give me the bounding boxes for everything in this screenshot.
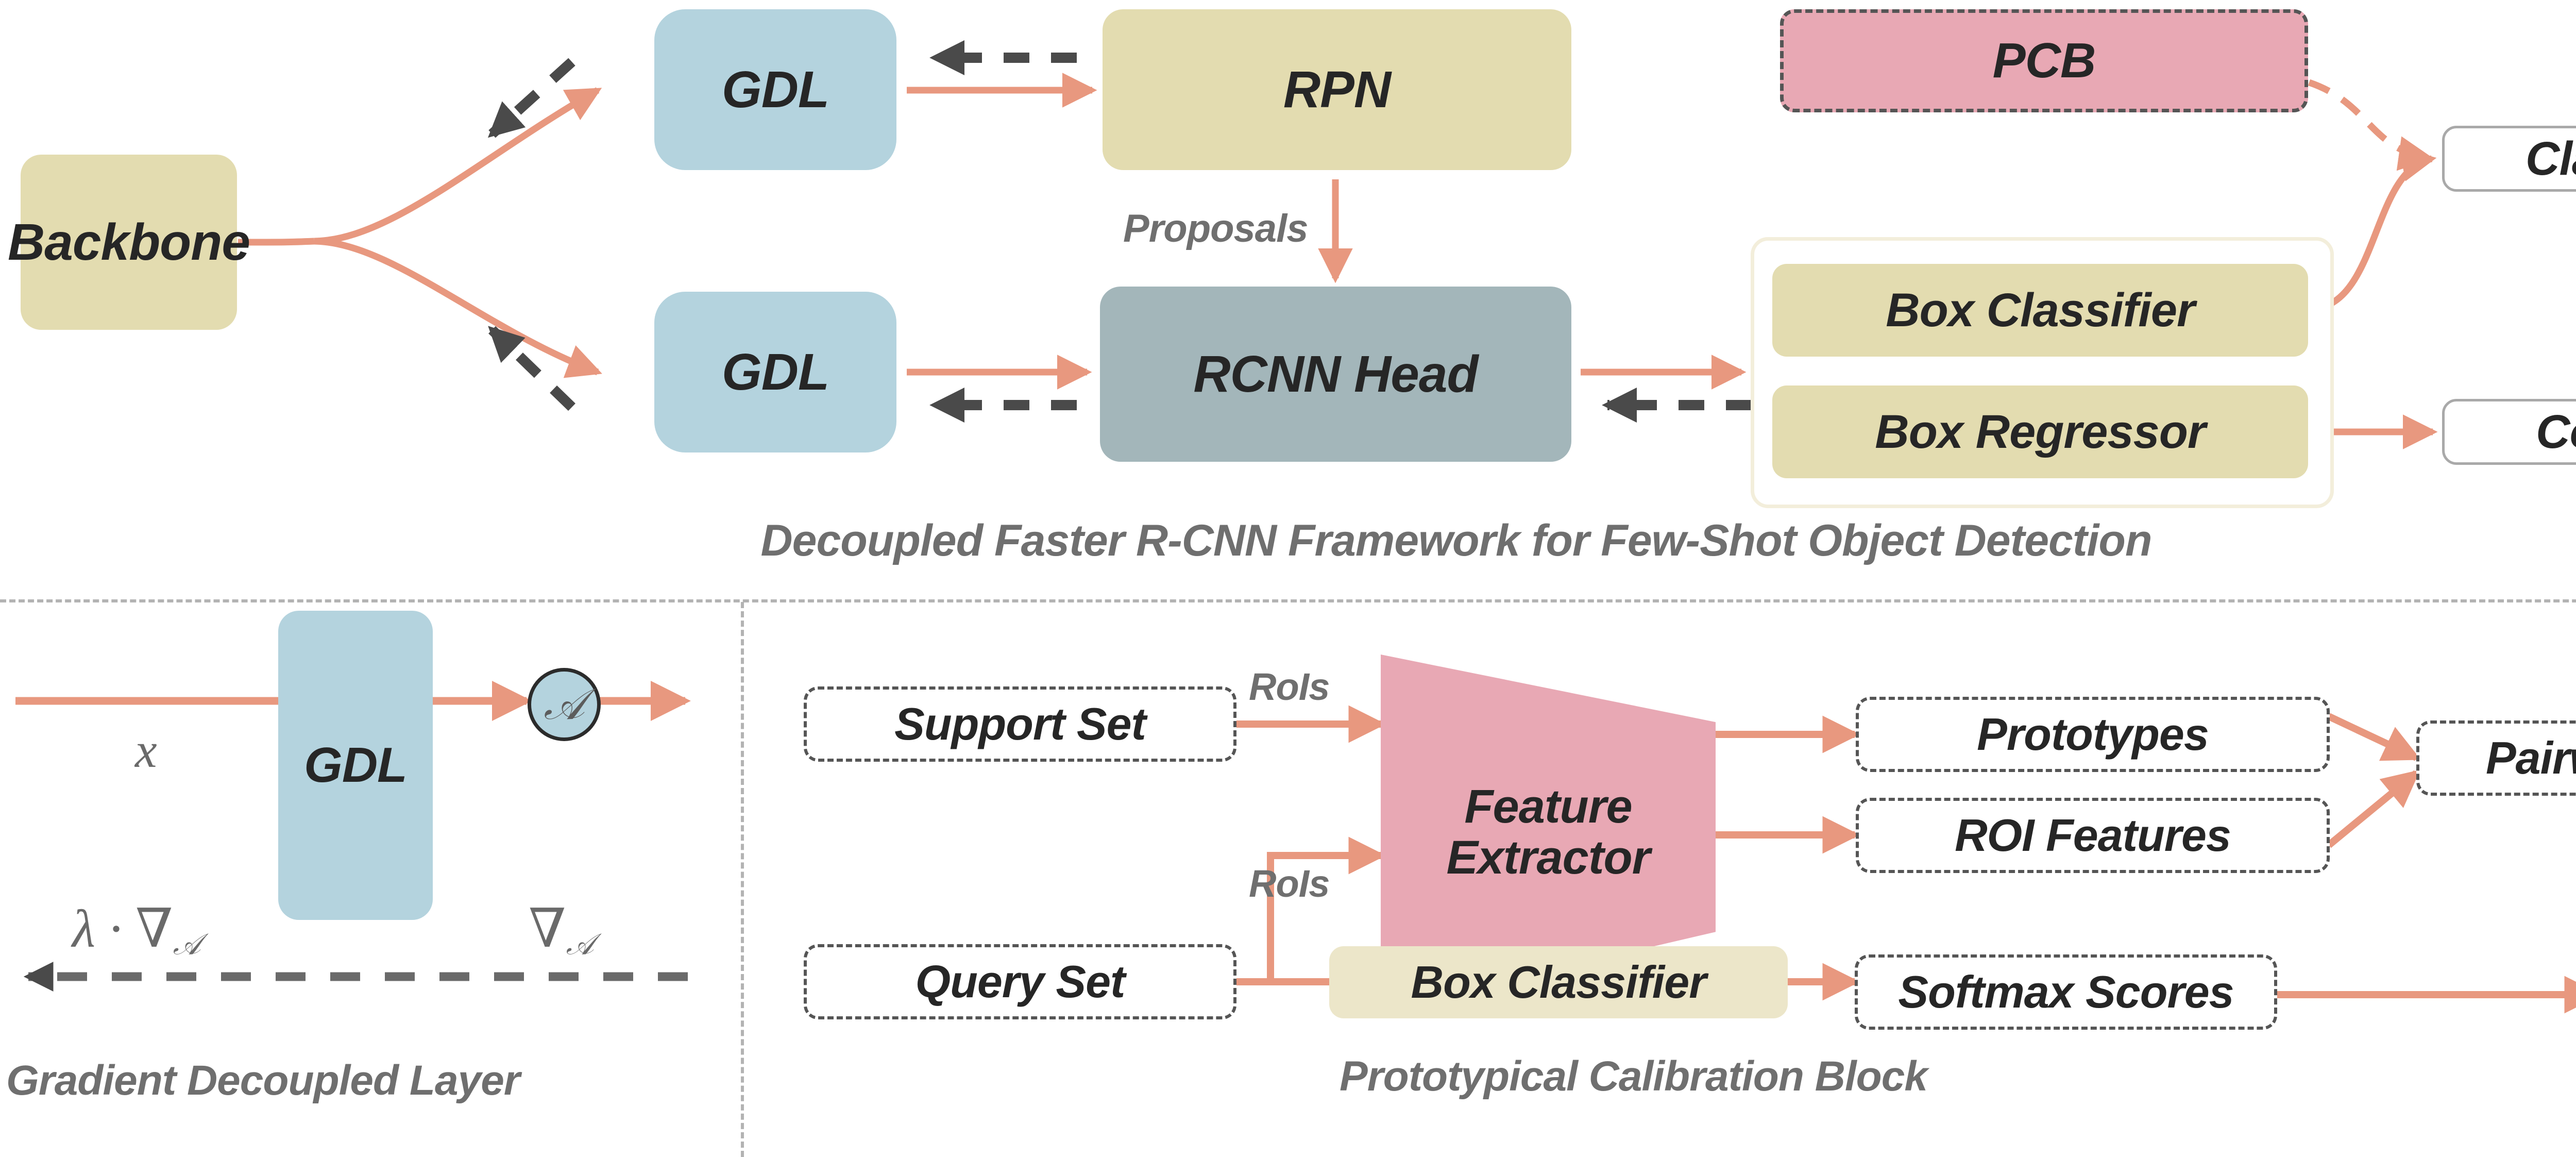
node-box-classifier[interactable]: Box Classifier xyxy=(1772,264,2308,357)
caption-top-panel: Decoupled Faster R-CNN Framework for Few… xyxy=(760,516,2153,565)
node-gdl-bottom[interactable]: GDL xyxy=(654,292,896,452)
caption-bottom-right-panel: Prototypical Calibration Block xyxy=(1340,1053,1928,1100)
node-rpn[interactable]: RPN xyxy=(1103,9,1571,170)
feature-extractor-label: Feature Extractor xyxy=(1446,780,1651,884)
gradient-subscript: 𝒜 xyxy=(566,928,594,961)
divider-horizontal xyxy=(0,599,2576,602)
node-pcb[interactable]: PCB xyxy=(1780,9,2308,112)
scaled-gradient-main: λ · ∇ xyxy=(72,899,173,959)
math-label-scaled-gradient: λ · ∇𝒜 xyxy=(72,897,201,962)
gradient-main: ∇ xyxy=(529,899,566,959)
node-class-scores[interactable]: Class Scores xyxy=(2442,126,2576,192)
edge-label-rois-query: RoIs xyxy=(1249,862,1330,905)
affine-circle-node[interactable]: 𝒜 xyxy=(528,668,601,741)
math-label-gradient: ∇𝒜 xyxy=(529,897,594,962)
node-query-set[interactable]: Query Set xyxy=(804,944,1236,1019)
edge-label-rois-support: RoIs xyxy=(1249,665,1330,708)
node-coordinates[interactable]: Coordinates xyxy=(2442,399,2576,465)
node-gdl-top[interactable]: GDL xyxy=(654,9,896,170)
node-gdl-detail[interactable]: GDL xyxy=(278,611,433,920)
node-box-regressor[interactable]: Box Regressor xyxy=(1772,385,2308,478)
math-label-input: x xyxy=(135,723,157,778)
scaled-gradient-subscript: 𝒜 xyxy=(173,928,201,961)
node-backbone[interactable]: Backbone xyxy=(8,155,250,330)
feature-extractor-line2: Extractor xyxy=(1446,831,1651,884)
node-pcb-box-classifier[interactable]: Box Classifier xyxy=(1329,946,1788,1018)
feature-extractor-line1: Feature xyxy=(1464,780,1632,833)
node-prototypes[interactable]: Prototypes xyxy=(1856,697,2330,772)
node-pairwise-scores[interactable]: Pairwise Scores xyxy=(2416,720,2576,796)
node-rcnn-head[interactable]: RCNN Head xyxy=(1100,287,1571,462)
divider-vertical xyxy=(741,602,744,1157)
node-roi-features[interactable]: ROI Features xyxy=(1856,798,2330,873)
edge-label-proposals: Proposals xyxy=(1123,207,1308,250)
caption-bottom-left-panel: Gradient Decoupled Layer xyxy=(6,1057,520,1104)
node-softmax-scores[interactable]: Softmax Scores xyxy=(1855,954,2277,1030)
node-support-set[interactable]: Support Set xyxy=(804,686,1236,762)
